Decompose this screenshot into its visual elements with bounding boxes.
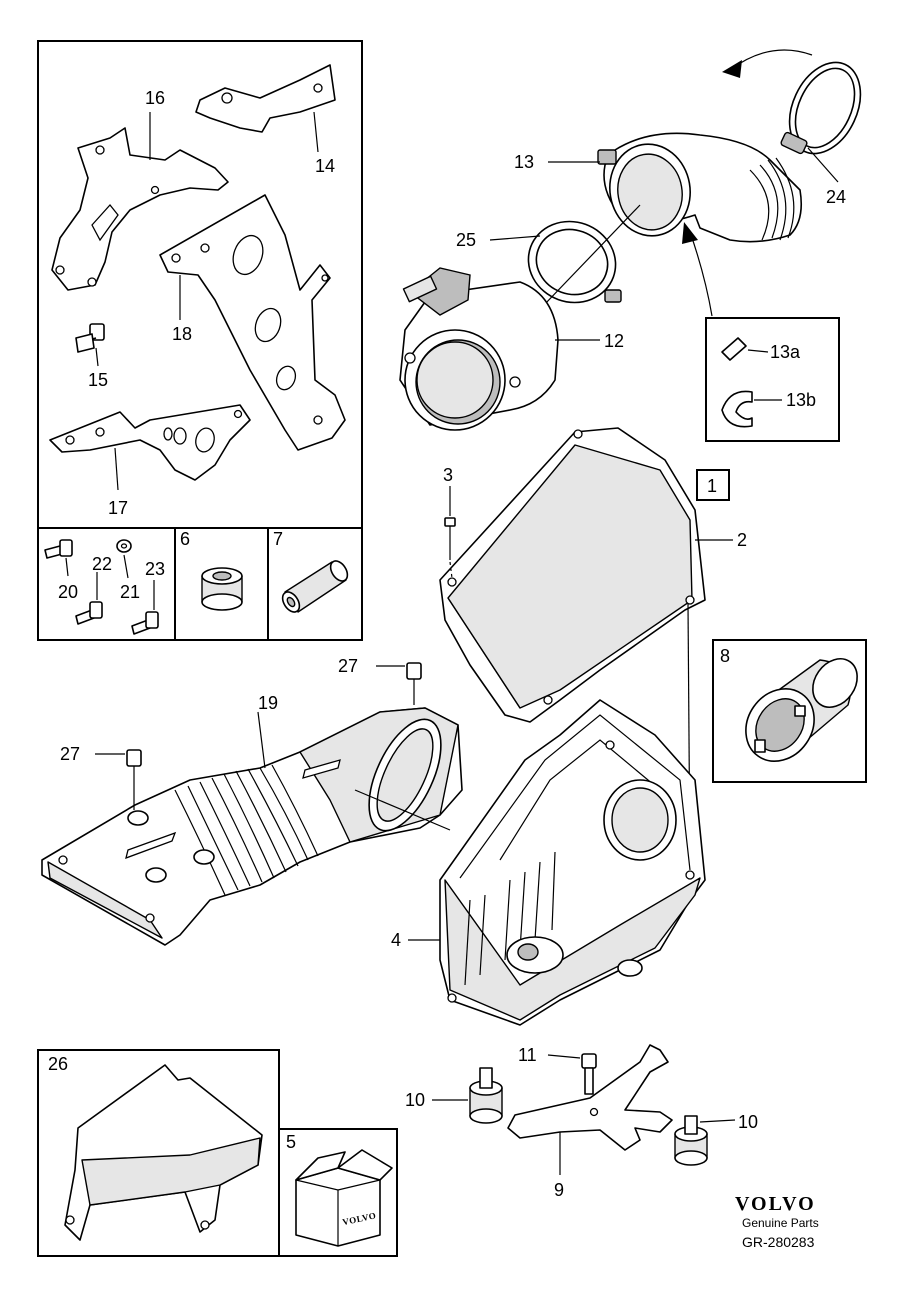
bracket-panel: 16 14 18 15 17 (37, 40, 363, 529)
footer: VOLVO Genuine Parts GR-280283 (735, 1193, 819, 1250)
label-1: 1 (707, 476, 717, 496)
label-2: 2 (737, 530, 747, 550)
grommet-6 (201, 567, 243, 611)
label-6: 6 (180, 529, 190, 549)
bolt-27-lower: 27 (60, 744, 142, 810)
filter-lid-2 (439, 427, 706, 871)
bushing-10-right (674, 1115, 736, 1166)
label-27-upper: 27 (338, 656, 358, 676)
label-14: 14 (315, 156, 335, 176)
hose-7 (281, 560, 349, 613)
cover-26 (64, 1064, 263, 1241)
clamp-24 (780, 61, 862, 155)
intake-group: 24 13 25 (399, 49, 862, 442)
bracket-17 (49, 404, 251, 481)
label-7: 7 (273, 529, 283, 549)
maf-sensor-12 (399, 267, 559, 431)
label-16: 16 (145, 88, 165, 108)
bushing-10-left (432, 1067, 503, 1124)
inset-13a-13b: 13a 13b (682, 222, 840, 442)
ring-25 (527, 220, 622, 304)
label-27-lower: 27 (60, 744, 80, 764)
label-9: 9 (554, 1180, 564, 1200)
air-duct-19 (41, 707, 463, 946)
label-17: 17 (108, 498, 128, 518)
label-19: 19 (258, 693, 278, 713)
mount-bracket-9 (507, 1044, 673, 1175)
label-13: 13 (514, 152, 534, 172)
label-24: 24 (826, 187, 846, 207)
bolt-27-upper: 27 (338, 656, 422, 705)
label-23: 23 (145, 559, 165, 579)
label-13b: 13b (786, 390, 816, 410)
small-parts-row: 20 22 21 23 6 7 (37, 527, 363, 641)
clip-13a (721, 337, 747, 361)
filter-inset-8: 8 (712, 639, 867, 783)
bolt-11 (547, 1053, 597, 1095)
label-21: 21 (120, 582, 140, 602)
bracket-16 (51, 127, 229, 291)
label-13a: 13a (770, 342, 801, 362)
footer-tagline: Genuine Parts (742, 1216, 819, 1230)
screw-3 (444, 517, 456, 560)
cover-panel: 26 5 VOLVO (37, 1049, 398, 1257)
footer-reference: GR-280283 (742, 1234, 815, 1250)
label-20: 20 (58, 582, 78, 602)
label-12: 12 (604, 331, 624, 351)
label-10-right: 10 (738, 1112, 758, 1132)
label-18: 18 (172, 324, 192, 344)
clip-13b (721, 390, 753, 428)
parts-box-5: VOLVO (295, 1149, 393, 1247)
reference-box-1: 1 (696, 469, 730, 501)
volvo-logo: VOLVO (735, 1193, 816, 1215)
bracket-18 (159, 194, 346, 451)
label-15: 15 (88, 370, 108, 390)
label-25: 25 (456, 230, 476, 250)
intake-hose-13 (597, 132, 803, 243)
filter-element-8 (745, 658, 858, 762)
label-8: 8 (720, 646, 730, 666)
label-4: 4 (391, 930, 401, 950)
label-11: 11 (518, 1045, 537, 1065)
label-5: 5 (286, 1132, 296, 1152)
label-3: 3 (443, 465, 453, 485)
label-22: 22 (92, 554, 112, 574)
label-26: 26 (48, 1054, 68, 1074)
bracket-14 (195, 64, 336, 133)
filter-housing-4 (439, 699, 706, 1026)
bolt-15 (75, 323, 105, 353)
label-10-left: 10 (405, 1090, 425, 1110)
